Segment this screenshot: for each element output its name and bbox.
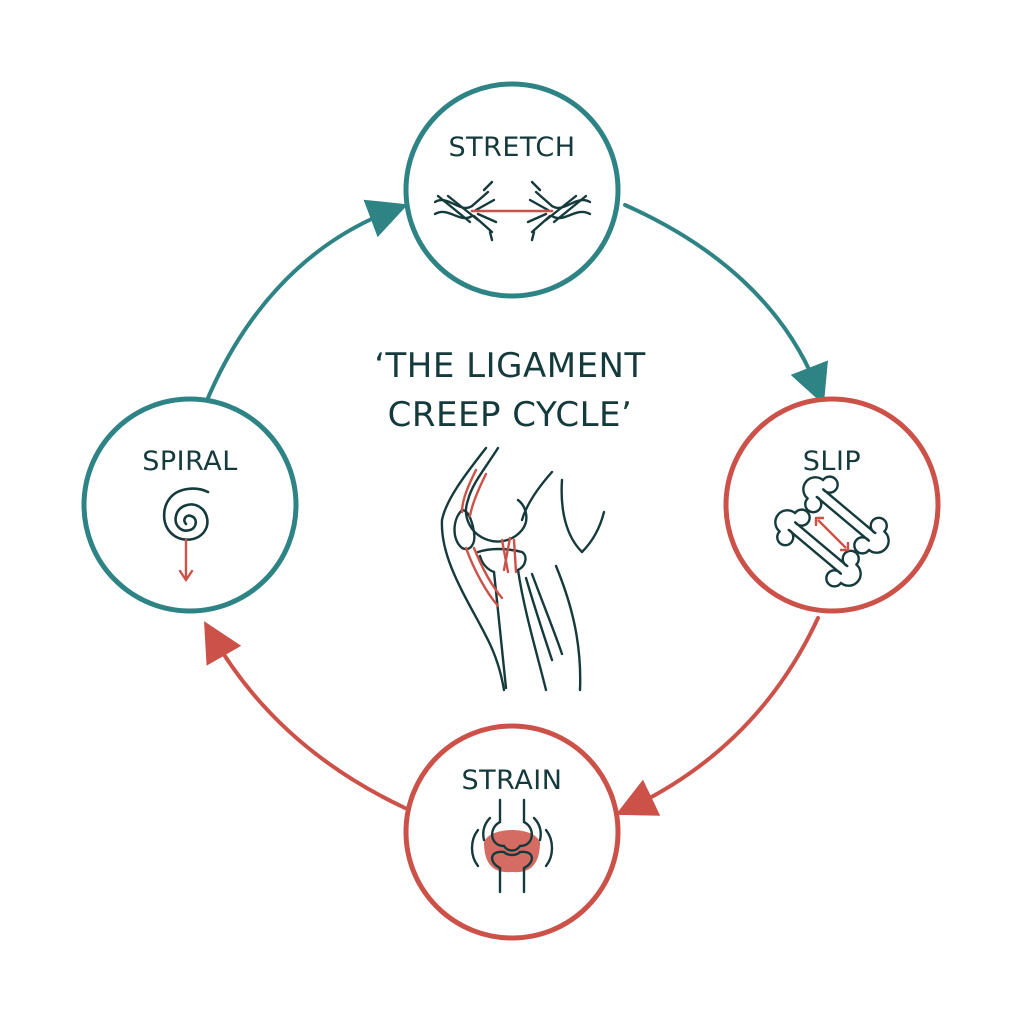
arrow-slip-to-strain	[615, 616, 820, 816]
node-slip-ring	[723, 396, 941, 614]
node-spiral-label: SPIRAL	[142, 446, 238, 477]
node-strain-label: STRAIN	[462, 765, 563, 796]
downward-spiral-icon	[162, 487, 210, 583]
title-line-1: ‘THE LIGAMENT	[374, 346, 646, 386]
sliding-bones-icon	[774, 475, 890, 588]
node-spiral: SPIRAL	[81, 396, 299, 614]
node-strain: STRAIN	[403, 723, 621, 941]
knee-joint-icon	[440, 446, 606, 692]
diagram-title: ‘THE LIGAMENT CREEP CYCLE’	[374, 346, 646, 435]
node-slip: SLIP	[723, 396, 941, 614]
arrow-spiral-to-stretch	[203, 199, 408, 407]
inflamed-joint-icon	[470, 798, 554, 894]
node-stretch-label: STRETCH	[448, 132, 575, 163]
cycle-arrows	[203, 199, 828, 816]
title-line-2: CREEP CYCLE’	[388, 395, 633, 435]
frayed-rope-icon	[433, 180, 592, 242]
arrow-strain-to-spiral	[204, 621, 407, 810]
arrow-stretch-to-slip	[623, 203, 828, 405]
node-stretch: STRETCH	[403, 81, 621, 299]
node-stretch-ring	[403, 81, 621, 299]
node-slip-label: SLIP	[803, 446, 861, 477]
